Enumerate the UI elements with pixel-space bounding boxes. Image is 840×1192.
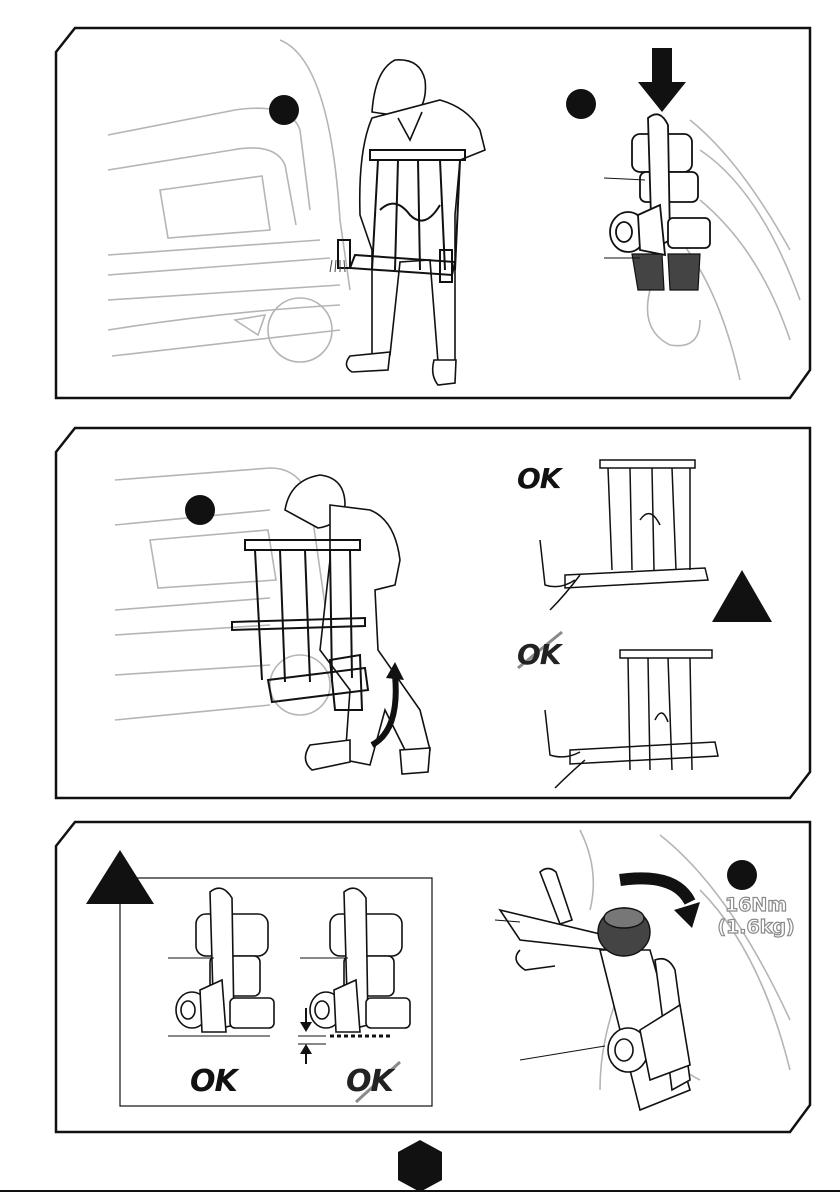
panel-3-frame — [0, 810, 840, 1150]
step-2-badge — [566, 89, 596, 119]
panel-2-frame — [0, 410, 840, 810]
ok-correct-label: OK — [517, 462, 561, 495]
footer — [0, 1140, 840, 1192]
arrow-down-icon — [638, 48, 686, 112]
panel-1-frame — [0, 0, 840, 410]
hexagon-marker-icon — [398, 1140, 442, 1192]
person-mounting-rack-illustration — [285, 475, 430, 774]
rack-incorrect-position-illustration — [545, 650, 718, 788]
coupling-head-illustration — [610, 114, 710, 255]
person-carrying-rack-illustration — [346, 60, 485, 385]
warning-triangle-icon — [712, 570, 772, 622]
coupling-tightening-illustration — [500, 869, 690, 1111]
panel-1 — [0, 0, 840, 410]
coupling-correct-illustration — [176, 888, 274, 1032]
panel-2: OK OK — [0, 410, 840, 810]
ok-incorrect-label: OK — [517, 638, 561, 671]
torque-weight-label: (1.6kg) — [716, 918, 796, 938]
ok-correct-label: OK — [190, 1064, 237, 1099]
knob-grip-illustration — [632, 254, 700, 290]
knob-illustration — [598, 908, 650, 956]
step-4-badge — [727, 860, 757, 890]
car-rear-illustration — [108, 40, 350, 362]
step-1-badge — [269, 95, 299, 125]
footer-graphics — [0, 1140, 840, 1192]
rack-correct-position-illustration — [540, 460, 708, 610]
torque-value-label: 16Nm — [716, 896, 796, 916]
coupling-incorrect-illustration — [310, 888, 410, 1032]
ok-incorrect-label: OK — [346, 1064, 393, 1099]
step-3-badge — [185, 495, 215, 525]
panel-3: OK OK 16Nm (1.6kg) — [0, 810, 840, 1150]
